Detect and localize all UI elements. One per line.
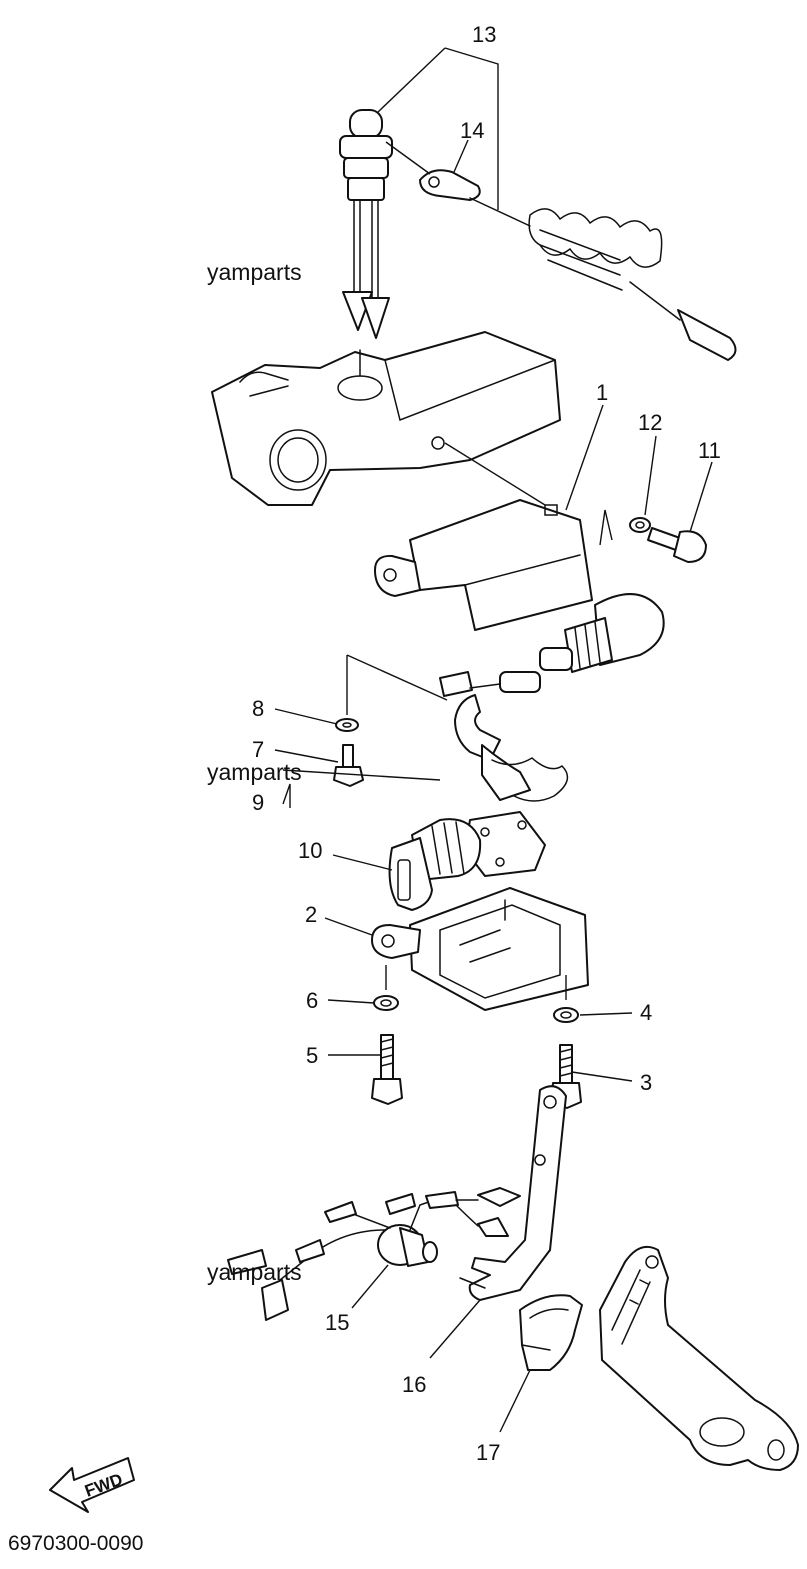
- callout-8: 8: [252, 696, 264, 721]
- watermark-bottom: yamparts: [207, 1259, 302, 1285]
- part-15-neutral-switch[interactable]: [227, 1187, 521, 1321]
- callout-16: 16: [402, 1372, 426, 1397]
- callout-11: 11: [698, 438, 721, 463]
- part-1-cover[interactable]: [374, 442, 613, 631]
- part-5-bolt[interactable]: [371, 1034, 403, 1105]
- watermark-middle: yamparts: [207, 759, 302, 785]
- callout-17: 17: [476, 1440, 500, 1465]
- watermark-top: yamparts: [207, 259, 302, 285]
- callout-6: 6: [306, 988, 318, 1013]
- callout-15: 15: [325, 1310, 349, 1335]
- callout-7: 7: [252, 737, 264, 762]
- part-17-pad[interactable]: [519, 1294, 583, 1371]
- part-13-stop-switch[interactable]: [339, 109, 393, 339]
- callout-3: 3: [640, 1070, 652, 1095]
- callout-13: 13: [472, 22, 496, 47]
- callout-labels: 13 14 1 12 11 8 7 9 10 2 6 4 5 3 15 16 1…: [252, 22, 721, 1465]
- callout-14: 14: [460, 118, 484, 143]
- callout-2: 2: [305, 902, 317, 927]
- part-14-lanyard-cord[interactable]: [385, 141, 737, 361]
- steering-bracket: [599, 1246, 799, 1471]
- callout-12: 12: [638, 410, 662, 435]
- part-9-main-switch[interactable]: [439, 593, 665, 877]
- part-11-screw[interactable]: [647, 527, 707, 563]
- mounting-bracket: [211, 331, 561, 506]
- diagram-code: 6970300-0090: [8, 1532, 143, 1555]
- part-7-bolt[interactable]: [333, 744, 364, 787]
- part-2-case[interactable]: [371, 887, 589, 1011]
- fwd-arrow-icon: FWD: [49, 1457, 135, 1513]
- callout-10: 10: [298, 838, 322, 863]
- callout-5: 5: [306, 1043, 318, 1068]
- callout-1: 1: [596, 380, 608, 405]
- leader-lines: [274, 47, 713, 1433]
- part-6-washer[interactable]: [373, 995, 399, 1011]
- part-12-washer[interactable]: [629, 517, 651, 533]
- callout-9: 9: [252, 790, 264, 815]
- callout-4: 4: [640, 1000, 652, 1025]
- part-10-key[interactable]: [388, 818, 482, 911]
- part-4-washer[interactable]: [553, 1007, 579, 1023]
- part-8-washer[interactable]: [335, 718, 359, 732]
- part-16-bracket[interactable]: [459, 1085, 567, 1301]
